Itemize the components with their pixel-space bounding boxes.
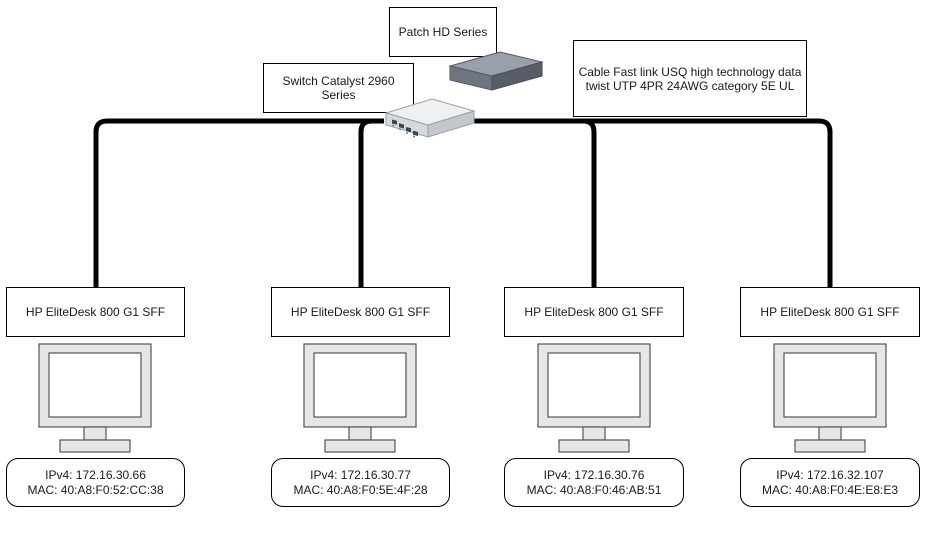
host-name-box: HP EliteDesk 800 G1 SFF [740,287,920,337]
host-info: IPv4: 172.16.30.66 MAC: 40:A8:F0:52:CC:3… [6,458,185,507]
patch-label: Patch HD Series [398,25,488,39]
desktop-monitor-icon [773,343,887,453]
network-switch-icon [384,98,476,138]
host-ipv4: IPv4: 172.16.30.76 [543,467,645,482]
host-info: IPv4: 172.16.32.107 MAC: 40:A8:F0:4E:E8:… [740,458,920,507]
host-info: IPv4: 172.16.30.77 MAC: 40:A8:F0:5E:4F:2… [271,458,450,507]
host-mac: MAC: 40:A8:F0:4E:E8:E3 [761,482,899,497]
host-name-box: HP EliteDesk 800 G1 SFF [504,287,684,337]
host-name: HP EliteDesk 800 G1 SFF [290,305,431,319]
host-name: HP EliteDesk 800 G1 SFF [524,305,664,319]
desktop-monitor-icon [38,343,152,453]
host-mac: MAC: 40:A8:F0:52:CC:38 [27,482,164,497]
host-name-box: HP EliteDesk 800 G1 SFF [6,287,185,337]
cable-label-box: Cable Fast link USQ high technology data… [573,40,807,117]
cable-2 [358,118,384,287]
host-name-box: HP EliteDesk 800 G1 SFF [271,287,450,337]
host-name: HP EliteDesk 800 G1 SFF [25,305,166,319]
host-ipv4: IPv4: 172.16.30.66 [45,467,146,482]
cable-1 [93,118,384,287]
host-mac: MAC: 40:A8:F0:5E:4F:28 [293,482,428,497]
cable-3 [472,118,597,287]
desktop-monitor-icon [303,343,417,453]
host-mac: MAC: 40:A8:F0:46:AB:51 [526,482,662,497]
cable-label: Cable Fast link USQ high technology data… [578,64,802,93]
desktop-monitor-icon [537,343,651,453]
host-name: HP EliteDesk 800 G1 SFF [760,305,900,319]
cable-4 [472,118,833,287]
switch-label-box: Switch Catalyst 2960 Series [263,63,414,113]
switch-label: Switch Catalyst 2960 Series [282,74,395,102]
host-ipv4: IPv4: 172.16.30.77 [310,467,411,482]
host-info: IPv4: 172.16.30.76 MAC: 40:A8:F0:46:AB:5… [504,458,684,507]
patch-label-box: Patch HD Series [389,7,497,57]
host-ipv4: IPv4: 172.16.32.107 [776,467,884,482]
patch-panel-icon [448,51,544,91]
